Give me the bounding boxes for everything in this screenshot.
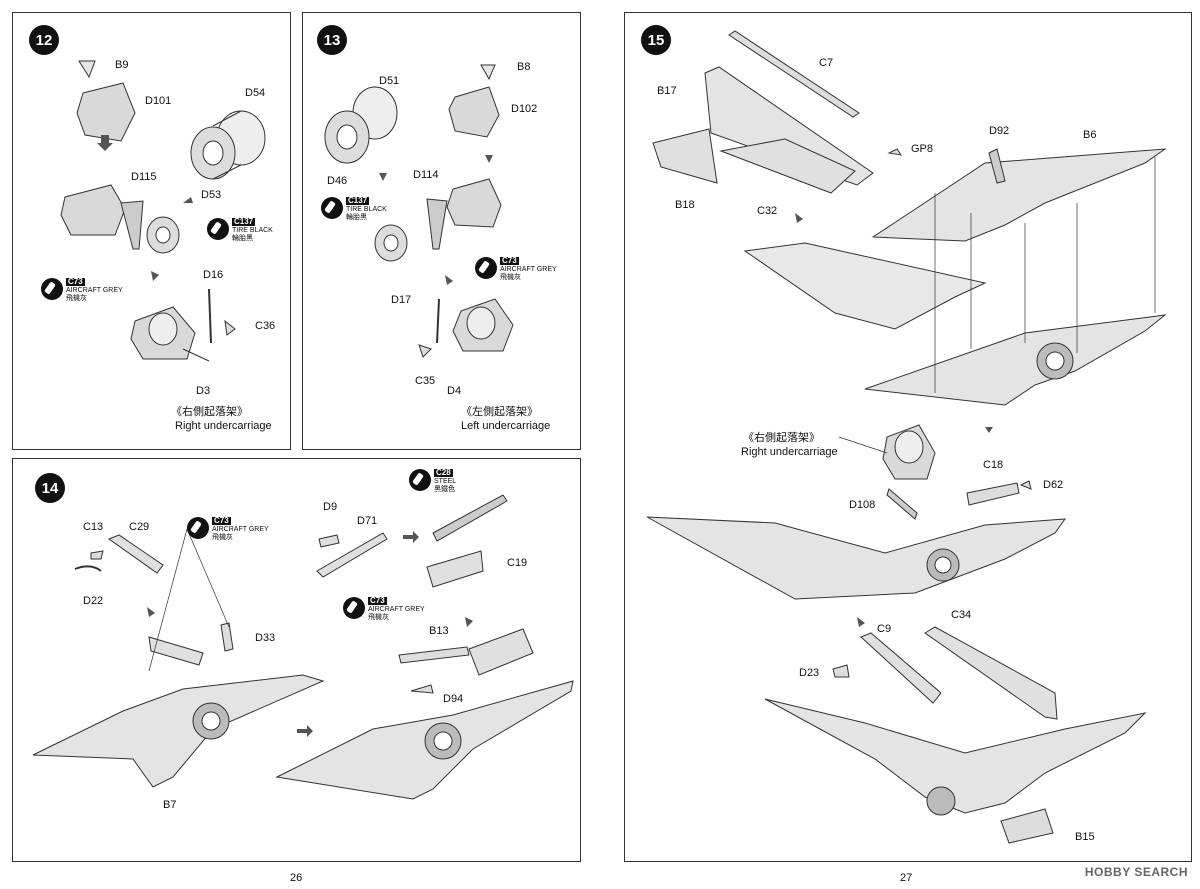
step-15-badge: 15	[641, 25, 671, 55]
step-12-badge: 12	[29, 25, 59, 55]
label-D92: D92	[989, 125, 1010, 137]
paint-steel: C28 STEEL 黑鐵色	[409, 469, 456, 494]
caption-zh: 《左側起落架》	[461, 406, 538, 418]
left-page: 12 B	[0, 0, 595, 889]
caption-en: Left undercarriage	[461, 420, 551, 432]
label-D115: D115	[131, 171, 157, 183]
step-14-panel: 14	[12, 458, 581, 862]
label-D102: D102	[511, 103, 538, 115]
label-B18: B18	[675, 199, 695, 211]
step-15-drawing	[646, 30, 1167, 844]
brush-icon	[41, 278, 63, 300]
step-13-drawing	[324, 64, 514, 358]
label-D62: D62	[1043, 479, 1064, 491]
label-D16: D16	[203, 269, 224, 281]
paint-aircraft-grey: C73 AIRCRAFT GREY 飛機灰	[41, 278, 123, 303]
step-13-badge: 13	[317, 25, 347, 55]
label-C34: C34	[951, 609, 972, 621]
label-B9: B9	[115, 59, 129, 71]
paint-aircraft-grey: C73 AIRCRAFT GREY 飛機灰	[187, 517, 269, 542]
caption-en: Right undercarriage	[175, 420, 272, 432]
page-number-right: 27	[900, 872, 913, 884]
label-C32: C32	[757, 205, 778, 217]
label-D33: D33	[255, 632, 276, 644]
step-13-panel: 13 D51 B8 D102 D46 D114 D17 C35 D4	[302, 12, 581, 450]
label-GP8: GP8	[911, 143, 934, 155]
label-B8: B8	[517, 61, 531, 73]
label-D46: D46	[327, 175, 348, 187]
label-D71: D71	[357, 515, 378, 527]
brush-icon	[321, 197, 343, 219]
step-15-panel: 15	[624, 12, 1192, 862]
step-12-drawing	[60, 60, 266, 362]
label-D22: D22	[83, 595, 104, 607]
label-C19: C19	[507, 557, 528, 569]
caption-en: Right undercarriage	[741, 446, 838, 458]
right-page: 15	[600, 0, 1200, 889]
brush-icon	[343, 597, 365, 619]
caption-zh: 《右側起落架》	[743, 432, 820, 444]
label-D94: D94	[443, 693, 464, 705]
label-D17: D17	[391, 294, 412, 306]
brush-icon	[475, 257, 497, 279]
label-C29: C29	[129, 521, 150, 533]
label-B7: B7	[163, 799, 177, 811]
step-14-drawing	[32, 494, 574, 800]
label-D114: D114	[413, 169, 439, 181]
brush-icon	[187, 517, 209, 539]
label-C13: C13	[83, 521, 104, 533]
label-B13: B13	[429, 625, 449, 637]
label-C9: C9	[877, 623, 892, 635]
brush-icon	[409, 469, 431, 491]
paint-tire-black: C137 TIRE BLACK 輪胎黑	[207, 218, 273, 243]
label-D4: D4	[447, 385, 462, 397]
brush-icon	[207, 218, 229, 240]
label-C35: C35	[415, 375, 436, 387]
step-12-panel: 12 B	[12, 12, 291, 450]
watermark: HOBBY SEARCH	[1084, 865, 1188, 879]
paint-aircraft-grey: C73 AIRCRAFT GREY 飛機灰	[475, 257, 557, 282]
paint-tire-black: C137 TIRE BLACK 輪胎黑	[321, 197, 387, 222]
label-C7: C7	[819, 57, 834, 69]
caption-zh: 《右側起落架》	[171, 406, 248, 418]
label-D3: D3	[196, 385, 211, 397]
page-number-left: 26	[290, 872, 303, 884]
label-D108: D108	[849, 499, 876, 511]
label-D53: D53	[201, 189, 222, 201]
label-D101: D101	[145, 95, 172, 107]
label-B15: B15	[1075, 831, 1095, 843]
label-C18: C18	[983, 459, 1004, 471]
label-B17: B17	[657, 85, 677, 97]
label-D51: D51	[379, 75, 400, 87]
label-D9: D9	[323, 501, 338, 513]
label-D54: D54	[245, 87, 266, 99]
label-D23: D23	[799, 667, 820, 679]
paint-aircraft-grey-2: C73 AIRCRAFT GREY 飛機灰	[343, 597, 425, 622]
label-B6: B6	[1083, 129, 1097, 141]
step-14-badge: 14	[35, 473, 65, 503]
label-C36: C36	[255, 320, 276, 332]
